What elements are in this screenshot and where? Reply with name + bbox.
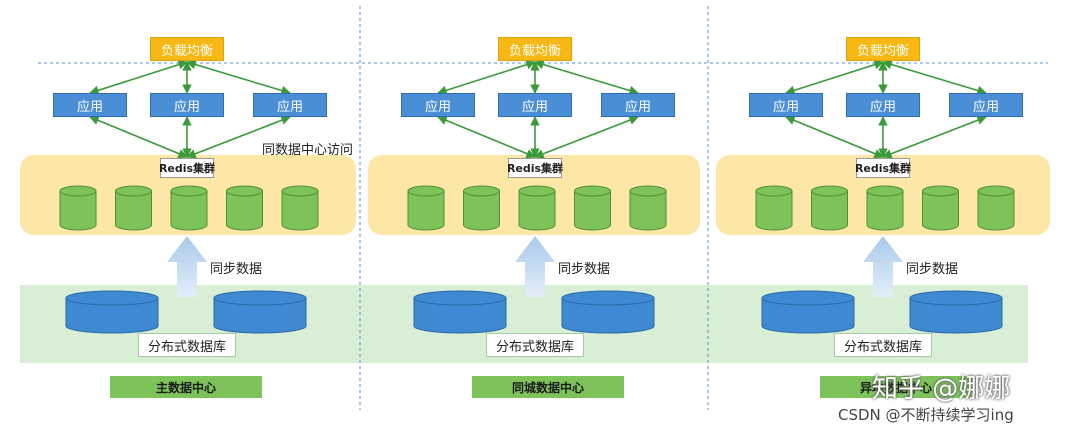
cache-node bbox=[407, 185, 445, 231]
redis-cluster-label: Redis集群 bbox=[159, 158, 215, 178]
app-redis-arrow bbox=[89, 115, 188, 159]
cache-node bbox=[226, 185, 263, 231]
lb-app-arrow bbox=[186, 59, 291, 96]
lb-app-arrow bbox=[785, 60, 884, 95]
cache-node bbox=[518, 185, 556, 231]
cache-node bbox=[866, 185, 904, 231]
app-box: 应用 bbox=[53, 93, 127, 117]
database-cylinder bbox=[213, 290, 307, 334]
app-redis-arrow bbox=[785, 115, 884, 159]
distributed-db-label: 分布式数据库 bbox=[138, 333, 236, 357]
redis-cluster-label: Redis集群 bbox=[507, 158, 563, 178]
sync-up-arrow bbox=[167, 236, 207, 297]
sync-data-label: 同步数据 bbox=[906, 262, 959, 277]
app-box: 应用 bbox=[498, 93, 572, 117]
cache-node bbox=[115, 185, 152, 231]
app-redis-arrow bbox=[437, 115, 536, 159]
same-dc-access-label: 同数据中心访问 bbox=[262, 143, 354, 158]
app-box: 应用 bbox=[601, 93, 675, 117]
app-box: 应用 bbox=[150, 93, 224, 117]
datacenter-tag: 同城数据中心 bbox=[472, 376, 624, 398]
database-cylinder bbox=[761, 290, 855, 334]
app-redis-arrow bbox=[882, 115, 987, 159]
cache-node bbox=[59, 185, 97, 231]
cache-node bbox=[811, 185, 848, 231]
load-balancer-box: 负载均衡 bbox=[846, 37, 920, 61]
datacenter-tag: 主数据中心 bbox=[110, 376, 262, 398]
sync-up-arrow bbox=[515, 236, 555, 297]
lb-app-arrow bbox=[437, 60, 536, 95]
lb-app-arrow bbox=[882, 59, 987, 96]
sync-data-label: 同步数据 bbox=[210, 262, 263, 277]
distributed-db-label: 分布式数据库 bbox=[834, 333, 932, 357]
database-cylinder bbox=[413, 290, 507, 334]
database-cylinder bbox=[909, 290, 1003, 334]
cache-node bbox=[574, 185, 611, 231]
sync-up-arrow bbox=[863, 236, 903, 297]
load-balancer-box: 负载均衡 bbox=[150, 37, 224, 61]
app-redis-arrow bbox=[534, 115, 639, 159]
cache-node bbox=[977, 185, 1015, 231]
app-redis-arrow bbox=[186, 115, 291, 159]
sync-data-label: 同步数据 bbox=[558, 262, 611, 277]
cache-node bbox=[463, 185, 500, 231]
zhihu-watermark: 知乎 @娜娜 bbox=[872, 374, 1011, 404]
lb-app-arrow bbox=[534, 59, 639, 96]
cache-node bbox=[922, 185, 959, 231]
redis-cluster-label: Redis集群 bbox=[855, 158, 911, 178]
cache-node bbox=[170, 185, 208, 231]
app-box: 应用 bbox=[846, 93, 920, 117]
database-cylinder bbox=[65, 290, 159, 334]
app-box: 应用 bbox=[749, 93, 823, 117]
app-box: 应用 bbox=[949, 93, 1023, 117]
app-box: 应用 bbox=[253, 93, 327, 117]
csdn-watermark: CSDN @不断持续学习ing bbox=[838, 406, 1014, 424]
distributed-db-label: 分布式数据库 bbox=[486, 333, 584, 357]
lb-app-arrow bbox=[89, 60, 188, 95]
datacenter-tag: 异地数据中心 bbox=[820, 376, 972, 398]
app-box: 应用 bbox=[401, 93, 475, 117]
cache-node bbox=[755, 185, 793, 231]
cache-node bbox=[281, 185, 319, 231]
load-balancer-box: 负载均衡 bbox=[498, 37, 572, 61]
database-cylinder bbox=[561, 290, 655, 334]
cache-node bbox=[629, 185, 667, 231]
